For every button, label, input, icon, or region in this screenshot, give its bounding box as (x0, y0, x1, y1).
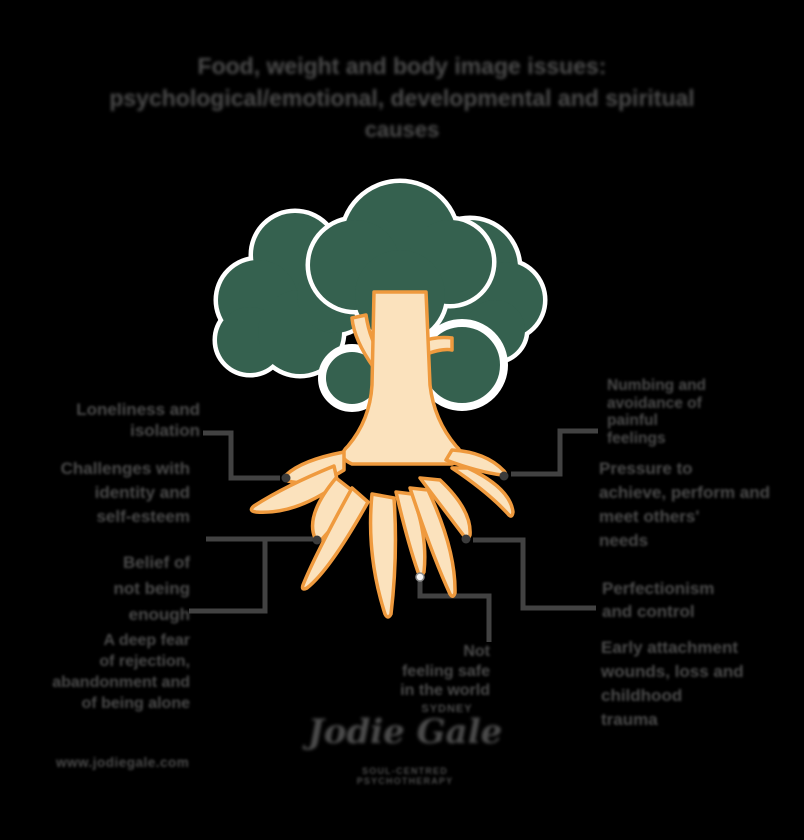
root-right-2 (450, 466, 515, 518)
label-line: of rejection, (99, 653, 190, 670)
connector-left-bottom (189, 539, 268, 614)
label-line: enough (128, 605, 190, 624)
trunk-and-roots (249, 290, 515, 619)
label-line: Numbing and (607, 377, 707, 394)
root-right-4 (408, 486, 457, 598)
dot-bottom-center (415, 572, 425, 582)
dot-right-top (499, 471, 509, 481)
label-line: and control (602, 602, 695, 621)
label-line: Perfectionism (602, 579, 715, 598)
root-label-right-2: Pressure to achieve, perform and meet ot… (599, 457, 781, 553)
label-line: Pressure to (599, 459, 693, 478)
connector-dots (281, 471, 509, 582)
label-line: of being alone (81, 695, 190, 712)
root-center (368, 492, 398, 619)
root-label-left-4: A deep fear of rejection, abandonment an… (30, 630, 190, 714)
canopy-top (310, 183, 492, 340)
connector-right-bottom (473, 537, 596, 611)
root-label-right-1: Numbing and avoidance of painful feeling… (607, 377, 757, 447)
website-caption: www.jodiegale.com (56, 755, 190, 770)
brand-tagline: SOUL-CENTRED PSYCHOTHERAPY (356, 766, 454, 786)
title-line-1: Food, weight and body image issues: (197, 53, 607, 79)
label-line: feeling safe (401, 662, 490, 680)
root-label-bottom-center: Not feeling safe in the world (378, 642, 490, 701)
label-line: wounds, loss and (601, 662, 744, 681)
root-left-4 (300, 486, 370, 591)
label-line: not being (113, 579, 190, 598)
label-line: Challenges with (60, 459, 190, 478)
label-line: in the world (400, 682, 490, 699)
label-line: feelings (607, 429, 666, 447)
connector-right-top (511, 428, 598, 477)
label-line: identity and (94, 483, 190, 502)
label-line: avoidance of (607, 394, 702, 412)
root-label-left-2: Challenges with identity and self-esteem (30, 457, 190, 529)
label-line: abandonment and (52, 674, 190, 691)
dot-left-top (281, 473, 291, 483)
root-label-right-3: Perfectionism and control (602, 577, 742, 623)
label-line: achieve, perform and (599, 483, 771, 502)
page-title: Food, weight and body image issues: psyc… (0, 50, 804, 146)
label-line: isolation (130, 421, 200, 440)
label-line: childhood (601, 686, 683, 705)
root-label-right-4: Early attachment wounds, loss and childh… (601, 636, 777, 732)
label-line: trauma (601, 710, 658, 729)
connector-left-top (203, 430, 280, 481)
root-left-2 (249, 464, 340, 515)
dot-left-mid (312, 535, 322, 545)
label-line: needs (599, 531, 649, 550)
label-line: meet others' (599, 507, 700, 526)
brand-signature: Jodie Gale (307, 712, 503, 752)
root-label-left-1: Loneliness and isolation (30, 399, 200, 441)
label-line: Early attachment (601, 638, 738, 657)
canopy-left (217, 213, 373, 374)
title-line-3: causes (364, 117, 440, 142)
brand-small-text: SYDNEY (421, 703, 473, 715)
label-line: self-esteem (96, 507, 190, 526)
dot-right-mid (461, 534, 471, 544)
root-label-left-3: Belief of not being enough (30, 550, 190, 628)
label-line: Belief of (122, 553, 190, 572)
label-line: Not (463, 643, 490, 660)
label-line: Loneliness and (76, 400, 200, 419)
title-line-2: psychological/emotional, developmental a… (109, 85, 695, 111)
label-line: painful (607, 412, 658, 429)
label-line: A deep fear (103, 632, 190, 649)
